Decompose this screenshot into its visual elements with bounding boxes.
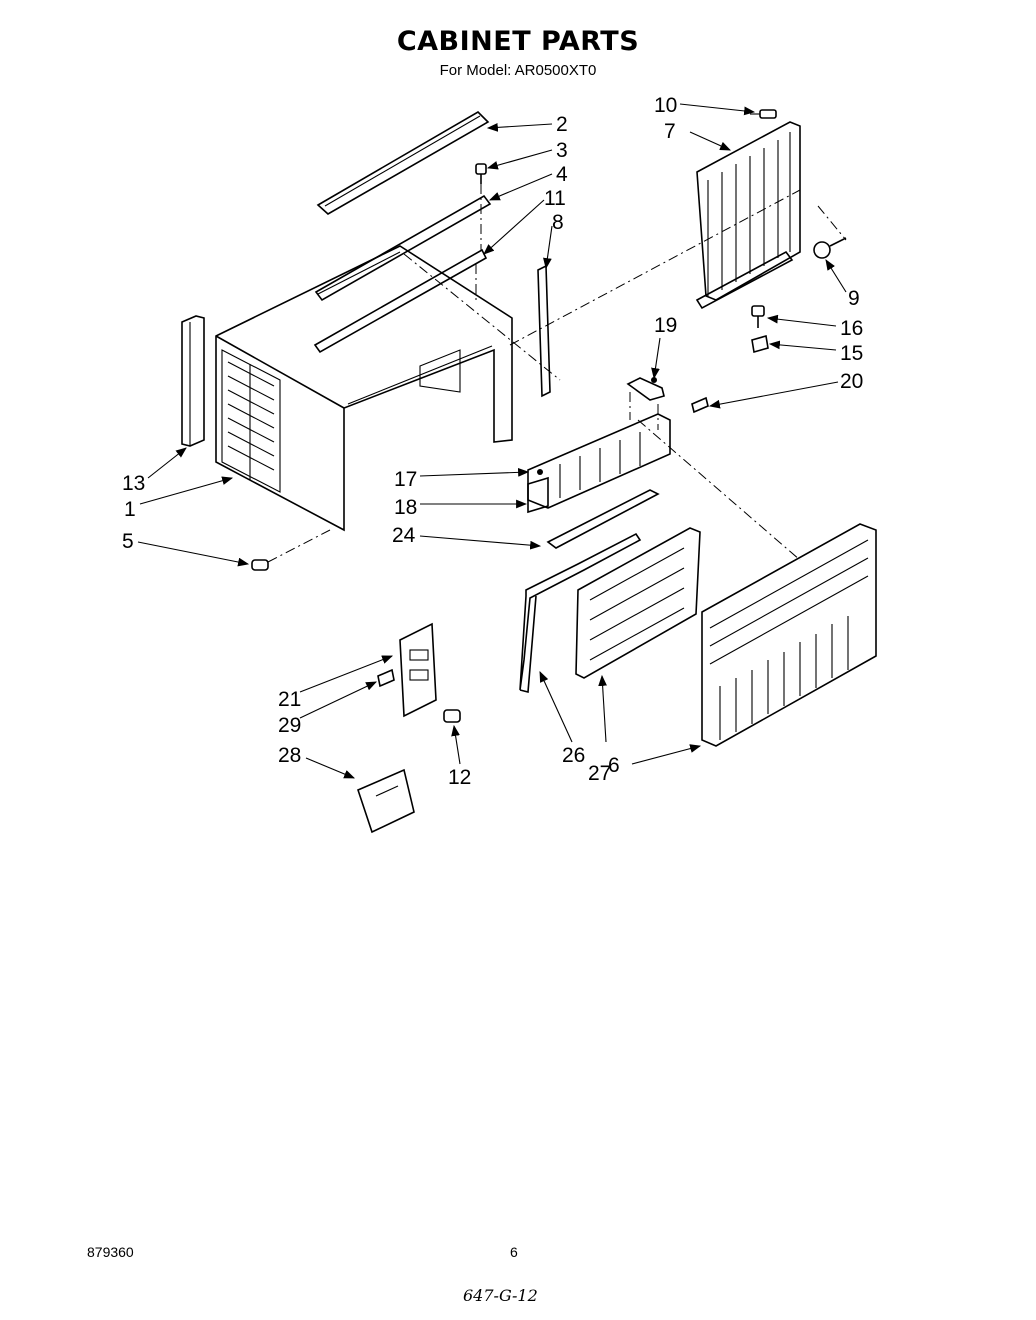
callout-7: 7 xyxy=(664,120,676,143)
page-number: 6 xyxy=(510,1244,518,1260)
callout-19: 19 xyxy=(654,314,677,337)
part-28-label xyxy=(357,768,415,834)
callout-3: 3 xyxy=(556,139,568,162)
callout-18: 18 xyxy=(394,496,417,519)
callout-26: 26 xyxy=(562,744,585,767)
part-29-switch xyxy=(377,668,395,688)
callout-24: 24 xyxy=(392,524,416,547)
callout-5: 5 xyxy=(122,530,134,553)
leader-lines xyxy=(137,103,847,779)
part-10-screw xyxy=(750,109,777,119)
callout-9: 9 xyxy=(848,287,860,310)
handwritten-note: 647-G-12 xyxy=(463,1286,538,1305)
part-8-side-strip xyxy=(537,264,551,398)
callout-8: 8 xyxy=(552,211,564,234)
callout-4: 4 xyxy=(556,163,568,186)
model-subtitle: For Model: AR0500XT0 xyxy=(439,62,597,79)
part-27-filter xyxy=(575,527,701,679)
callout-15: 15 xyxy=(840,342,863,365)
callout-21: 21 xyxy=(278,688,301,711)
part-5-screw xyxy=(251,529,331,571)
part-6-front-grille xyxy=(701,523,877,747)
part-16-screw xyxy=(751,305,765,328)
callout-28: 28 xyxy=(278,744,301,767)
part-17-18-housing xyxy=(527,413,671,514)
callout-2: 2 xyxy=(556,113,568,136)
part-7-rear-grille xyxy=(695,121,801,310)
callout-17: 17 xyxy=(394,468,417,491)
part-4-strip xyxy=(314,194,492,302)
part-19-bracket xyxy=(626,377,665,401)
part-2-rail xyxy=(316,110,490,215)
page-title: CABINET PARTS xyxy=(396,26,640,57)
part-13-foam-strip xyxy=(181,315,205,447)
callout-16: 16 xyxy=(840,317,863,340)
connection-lines xyxy=(403,184,847,561)
callout-labels: 2 3 4 11 8 10 7 9 16 15 19 20 17 18 24 1… xyxy=(122,94,863,789)
callout-6: 6 xyxy=(608,754,620,777)
callout-20: 20 xyxy=(840,370,863,393)
callout-11: 12 xyxy=(448,766,471,789)
callout-13: 13 xyxy=(122,472,145,495)
callout-10: 10 xyxy=(654,94,677,117)
part-26-filter-frame xyxy=(519,532,642,694)
callout-12: 11 xyxy=(544,187,566,210)
document-code: 879360 xyxy=(87,1244,134,1260)
part-12-bracket xyxy=(313,248,488,354)
callout-27: 27 xyxy=(588,762,611,785)
part-3-screw xyxy=(475,163,487,184)
part-24-strip xyxy=(546,489,660,549)
part-9-knob xyxy=(813,237,847,259)
part-15-clip xyxy=(751,334,769,354)
part-20-clip xyxy=(691,396,709,414)
part-21-control-panel xyxy=(399,622,437,718)
part-11-knob xyxy=(443,709,461,723)
callout-29: 29 xyxy=(278,714,301,737)
callout-1: 1 xyxy=(124,498,136,521)
part-1-cabinet xyxy=(215,245,513,532)
